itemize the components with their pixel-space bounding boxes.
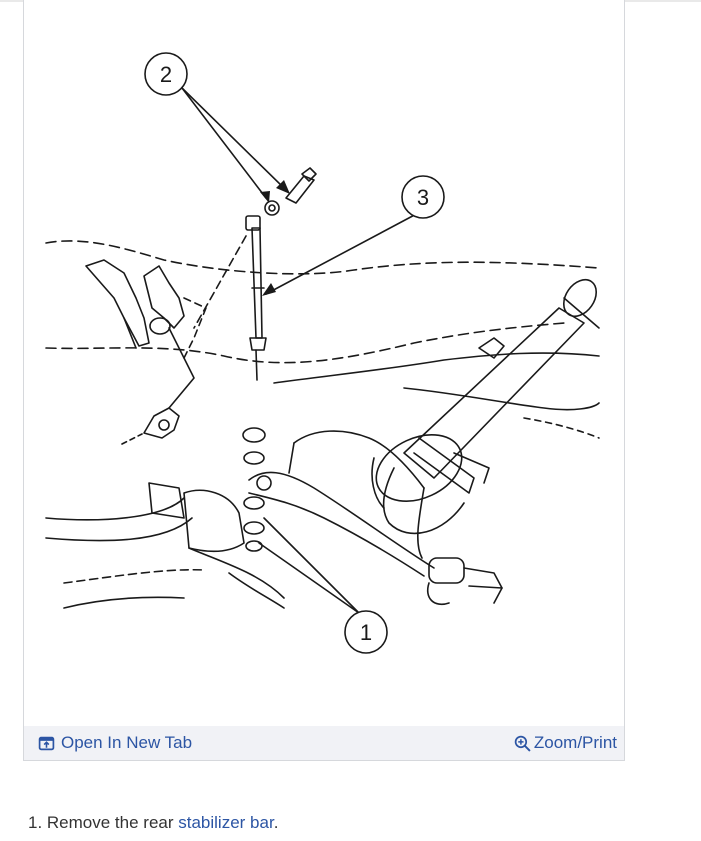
step-1: 1. Remove the rear stabilizer bar. xyxy=(28,812,688,834)
callout-3-circle xyxy=(401,175,445,219)
stabilizer-bar-link[interactable]: stabilizer bar xyxy=(178,813,274,832)
next-step-partial xyxy=(92,836,392,841)
step-1-suffix: . xyxy=(273,813,279,832)
callout-3-label: 3 xyxy=(417,185,429,210)
zoom-in-icon xyxy=(514,735,531,752)
figure-card: 2 3 1 Open In New Tab Zoom/Print xyxy=(23,0,625,761)
callout-1-circle xyxy=(344,610,388,654)
suspension-diagram: 2 3 1 xyxy=(45,52,600,654)
callout-2-circle xyxy=(144,52,188,96)
open-new-tab-link[interactable]: Open In New Tab xyxy=(38,733,192,753)
callout-2-label: 2 xyxy=(160,62,172,87)
instruction-steps: 1. Remove the rear stabilizer bar. xyxy=(28,812,688,834)
zoom-print-label: Zoom/Print xyxy=(533,733,617,752)
zoom-print-link[interactable]: Zoom/Print xyxy=(514,733,617,753)
callout-1-label: 1 xyxy=(360,620,372,645)
figure-toolbar: Open In New Tab Zoom/Print xyxy=(24,726,624,760)
open-new-tab-label: Open In New Tab xyxy=(61,733,193,752)
step-1-prefix: 1. Remove the rear xyxy=(28,813,179,832)
open-new-tab-icon xyxy=(38,736,55,750)
